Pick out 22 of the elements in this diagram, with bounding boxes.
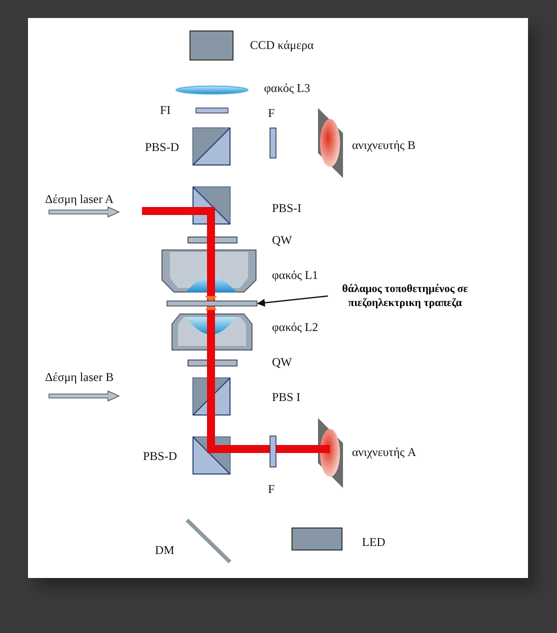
component-label: φακός L3 <box>264 81 310 96</box>
component-label: PBS-D <box>143 449 178 464</box>
component-label: Δέσμη laser B <box>45 370 114 385</box>
component-label: LED <box>362 535 386 550</box>
component-label: φακός L2 <box>272 320 318 335</box>
component-label: PBS I <box>272 390 300 405</box>
component-label: DM <box>155 543 174 558</box>
component-label: PBS-D <box>145 140 180 155</box>
component-label: F <box>268 106 275 121</box>
component-label: PBS-I <box>272 201 302 216</box>
component-label: ανιχνευτής B <box>352 138 416 153</box>
component-label: F <box>268 482 275 497</box>
sample-stage <box>166 300 258 306</box>
callout-text: θάλαμος τοποθετημένος σε πιεζοηλεκτρικη τραπεζα <box>330 282 480 310</box>
component-label: Δέσμη laser A <box>45 192 114 207</box>
component-label: QW <box>272 355 292 370</box>
component-label: φακός L1 <box>272 268 318 283</box>
component-label: CCD κάμερα <box>250 38 314 53</box>
leader-line <box>257 295 328 307</box>
component-label: QW <box>272 233 292 248</box>
component-label: ανιχνευτής A <box>352 445 416 460</box>
component-label: FI <box>160 103 171 118</box>
